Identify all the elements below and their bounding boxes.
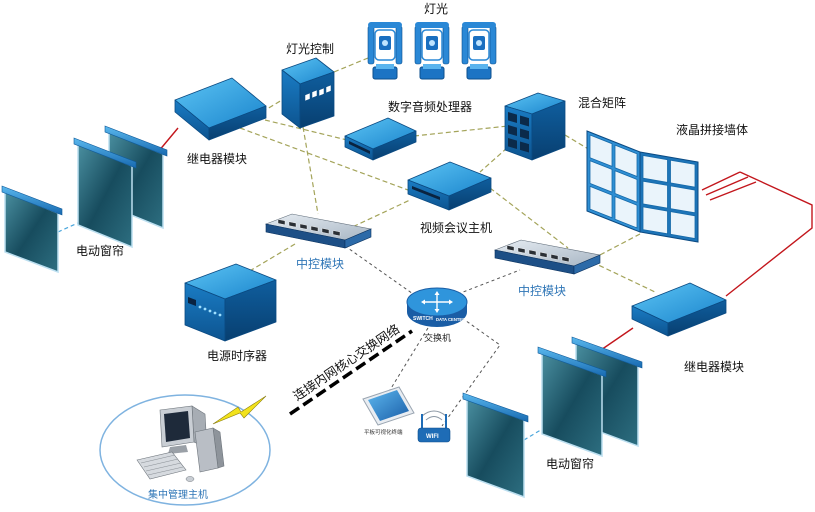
- link-curtain-left-pair: [57, 221, 81, 233]
- relay-right-label: 继电器模块: [684, 360, 744, 374]
- video-wall-label: 液晶拼接墙体: [676, 122, 748, 137]
- power-sequencer-icon: [184, 263, 277, 342]
- link-curtain-right-pair: [523, 427, 545, 441]
- curtain-links: [57, 221, 545, 441]
- audio-processor-label: 数字音频处理器: [388, 99, 472, 114]
- wall-connector-3: [709, 181, 757, 201]
- lightning-bolt-icon: [212, 395, 267, 425]
- wifi-label: WIFI: [426, 434, 439, 440]
- relay-module-right-icon: [631, 282, 727, 337]
- link-lefthub-videoconf: [345, 199, 411, 231]
- moving-head-light-icon: [414, 22, 450, 80]
- video-conference-label: 视频会议主机: [420, 220, 492, 235]
- video-conference-host-icon: [407, 161, 492, 211]
- central-control-hub-left-icon: [264, 213, 373, 249]
- curtain-icon: [462, 392, 529, 499]
- lcd-video-wall-icon: [586, 130, 699, 243]
- lighting-controller-icon: [281, 57, 335, 129]
- link-relay-videoconf: [239, 127, 409, 191]
- curtain-icon: [1, 185, 63, 274]
- core-network-line: [289, 329, 413, 416]
- wall-connector-2: [705, 176, 749, 196]
- moving-head-light-icon: [367, 22, 403, 80]
- switch-arrows-icon: [421, 291, 453, 313]
- video-wall-screens: [589, 134, 696, 239]
- lights-group: [367, 22, 497, 80]
- curtain-right-label: 电动窗帘: [546, 456, 594, 471]
- management-host-label: 集中管理主机: [148, 488, 208, 501]
- link-audio-matrix: [413, 125, 509, 137]
- link-lightcontrol-lights: [333, 57, 369, 73]
- link-lightcontrol-hub: [302, 126, 319, 215]
- hub-ports: [277, 219, 341, 237]
- link-lefthub-power: [247, 243, 296, 273]
- central-control-hub-right-icon: [493, 239, 602, 275]
- relay-left-label: 继电器模块: [187, 152, 247, 166]
- tablet-icon: [362, 386, 415, 426]
- curtain-icon: [73, 137, 137, 249]
- control-right-label: 中控模块: [518, 283, 566, 298]
- hub-ports: [506, 245, 570, 263]
- hybrid-matrix-label: 混合矩阵: [578, 95, 626, 110]
- switch-badge-right: DATA CENTER: [436, 317, 465, 322]
- wifi-router-icon: WIFI: [417, 410, 451, 443]
- network-links: [344, 245, 521, 427]
- link-switch-righthub: [457, 269, 521, 295]
- link-videoconf-righthub: [489, 187, 569, 249]
- curtain-icon: [537, 346, 607, 458]
- link-righthub-relay: [591, 261, 656, 293]
- link-relay-audio: [264, 119, 348, 141]
- power-sequencer-label: 电源时序器: [207, 348, 267, 363]
- moving-head-light-icon: [461, 22, 497, 80]
- link-switch-lefthub: [344, 245, 417, 297]
- motorized-curtain-right-group: [462, 336, 643, 499]
- audio-processor-icon: [344, 117, 417, 161]
- wall-connector-1: [701, 171, 741, 191]
- link-relay-right-curtain: [597, 327, 634, 353]
- desktop-computer-icon: [136, 405, 225, 482]
- control-links: [239, 57, 656, 293]
- core-network-link: [289, 329, 413, 416]
- lights-label: 灯光: [424, 2, 448, 16]
- power-links: [157, 127, 813, 353]
- light-control-label: 灯光控制: [286, 42, 334, 56]
- relay-module-left-icon: [174, 77, 267, 141]
- link-wall-righthub: [597, 233, 641, 257]
- switch-badge-left: SWITCH: [413, 316, 433, 322]
- status-leds: [198, 305, 222, 317]
- tablet-label: 平板可视化终端: [364, 428, 403, 436]
- network-switch-icon: SWITCH DATA CENTER: [406, 287, 468, 327]
- control-left-label: 中控模块: [296, 256, 344, 271]
- link-matrix-wall: [564, 134, 591, 151]
- link-matrix-videoconf: [479, 147, 508, 173]
- switch-label: 交换机: [424, 332, 451, 343]
- management-host-group: [99, 394, 271, 506]
- link-switch-tablet: [389, 327, 429, 391]
- link-wall-relay-right: [725, 171, 813, 297]
- matrix-switcher-icon: [504, 92, 566, 161]
- motorized-curtain-left-group: [1, 125, 168, 274]
- curtain-left-label: 电动窗帘: [76, 243, 124, 258]
